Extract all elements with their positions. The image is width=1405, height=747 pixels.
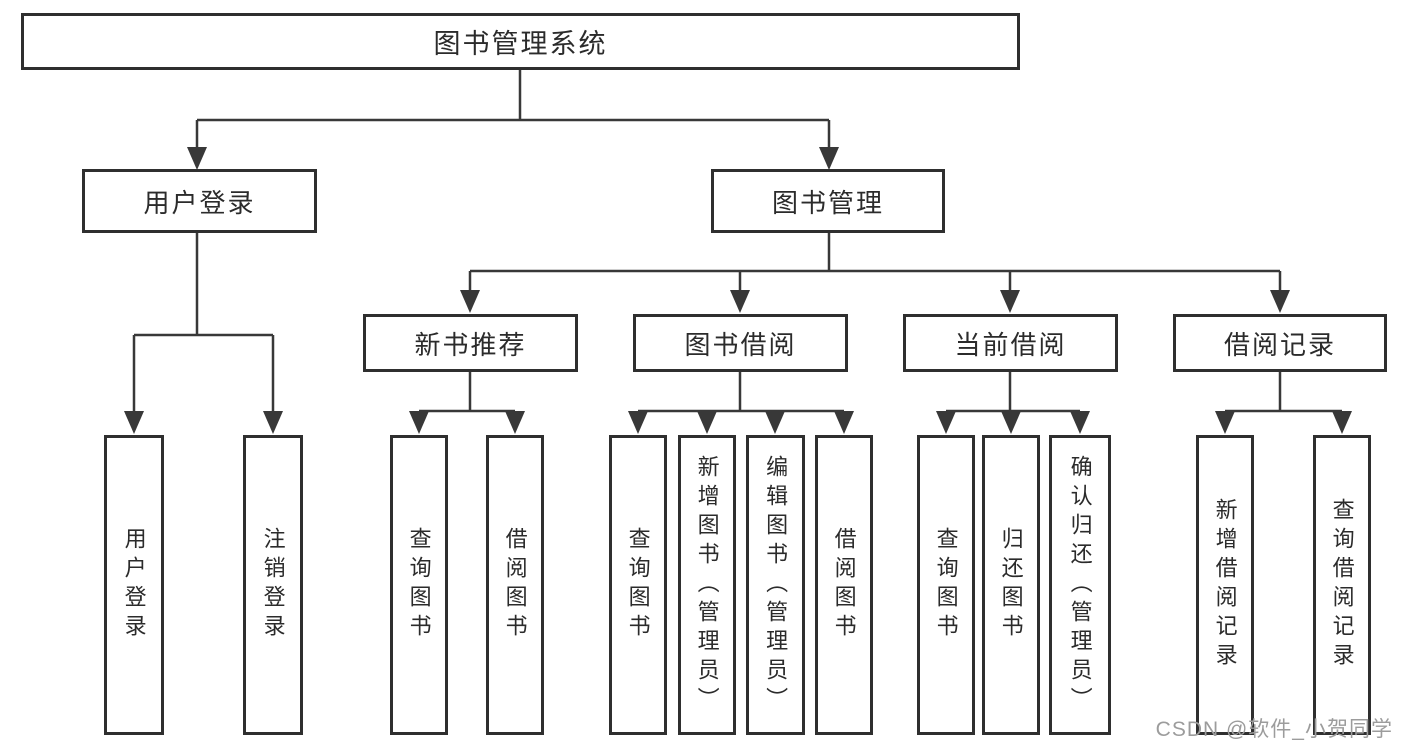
node-bb-edit-books-admin: 编辑图书（管理员） (746, 435, 805, 735)
node-nb-borrow-books: 借阅图书 (486, 435, 544, 735)
node-label: 用户登录 (143, 187, 256, 218)
node-bb-query-books: 查询图书 (609, 435, 667, 735)
csdn-watermark: CSDN @软件_小贺同学 (1155, 718, 1393, 741)
node-cb-return-books: 归还图书 (982, 435, 1040, 735)
arrow-down-icon (936, 411, 956, 434)
arrow-down-icon (460, 290, 480, 313)
node-label: 借阅图书 (831, 527, 857, 643)
arrow-down-icon (834, 411, 854, 434)
node-bb-add-books-admin: 新增图书（管理员） (678, 435, 736, 735)
node-borrowing-records: 借阅记录 (1173, 314, 1387, 372)
node-label: 图书管理 (771, 187, 884, 218)
node-nb-query-books: 查询图书 (390, 435, 448, 735)
arrow-down-icon (730, 290, 750, 313)
node-login: 用户登录 (104, 435, 164, 735)
node-cb-confirm-return-admin: 确认归还（管理员） (1049, 435, 1111, 735)
node-label: 借阅记录 (1223, 329, 1336, 360)
node-label: 查询图书 (933, 527, 959, 643)
arrow-down-icon (697, 411, 717, 434)
node-label: 用户登录 (121, 527, 147, 643)
node-label: 借阅图书 (502, 527, 528, 643)
node-user-login: 用户登录 (82, 169, 317, 233)
node-library-management-system: 图书管理系统 (21, 13, 1020, 70)
node-new-book-recommend: 新书推荐 (363, 314, 578, 372)
node-book-management: 图书管理 (711, 169, 945, 233)
arrow-down-icon (765, 411, 785, 434)
arrow-down-icon (819, 147, 839, 170)
arrow-down-icon (1215, 411, 1235, 434)
node-label: 新增借阅记录 (1212, 498, 1238, 672)
node-label: 注销登录 (260, 527, 286, 643)
node-book-borrowing: 图书借阅 (633, 314, 848, 372)
arrow-down-icon (1001, 411, 1021, 434)
node-label: 当前借阅 (954, 329, 1067, 360)
node-label: 查询借阅记录 (1329, 498, 1355, 672)
arrow-down-icon (628, 411, 648, 434)
node-bb-borrow-books: 借阅图书 (815, 435, 873, 735)
arrow-down-icon (1270, 290, 1290, 313)
node-label: 查询图书 (625, 527, 651, 643)
arrow-down-icon (124, 411, 144, 434)
node-label: 编辑图书（管理员） (763, 454, 789, 716)
arrow-down-icon (1000, 290, 1020, 313)
node-label: 图书借阅 (684, 329, 797, 360)
node-logout: 注销登录 (243, 435, 303, 735)
arrow-down-icon (187, 147, 207, 170)
node-label: 归还图书 (998, 527, 1024, 643)
node-label: 查询图书 (406, 527, 432, 643)
node-label: 图书管理系统 (433, 29, 608, 59)
node-current-borrowing: 当前借阅 (903, 314, 1118, 372)
node-label: 确认归还（管理员） (1067, 454, 1093, 716)
node-br-query-record: 查询借阅记录 (1313, 435, 1371, 735)
node-label: 新增图书（管理员） (694, 454, 720, 716)
arrow-down-icon (409, 411, 429, 434)
arrow-down-icon (263, 411, 283, 434)
arrow-down-icon (1070, 411, 1090, 434)
node-cb-query-books: 查询图书 (917, 435, 975, 735)
node-br-add-record: 新增借阅记录 (1196, 435, 1254, 735)
node-label: 新书推荐 (414, 329, 527, 360)
arrow-down-icon (505, 411, 525, 434)
arrow-down-icon (1332, 411, 1352, 434)
